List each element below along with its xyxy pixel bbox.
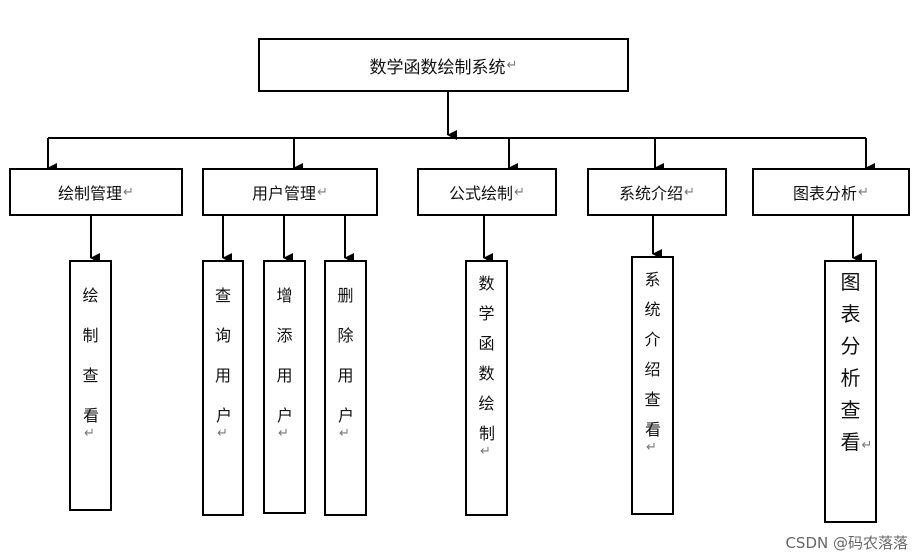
vertical-label-char: 看↵ bbox=[83, 406, 100, 441]
vertical-label-char: 数 bbox=[478, 364, 495, 383]
vertical-label-char: 系 bbox=[644, 270, 661, 289]
vertical-label-char: 介 bbox=[644, 330, 661, 349]
vertical-label-char: 除 bbox=[337, 326, 354, 345]
vertical-label-char: 查 bbox=[214, 286, 231, 305]
vertical-label-char: 户↵ bbox=[277, 406, 294, 441]
leaf-node-view-system-introduction: 系统介绍查看↵ bbox=[631, 256, 674, 515]
vertical-label-char: 表 bbox=[840, 302, 861, 326]
vertical-label: 数学函数绘制↵ bbox=[467, 274, 506, 459]
vertical-label-char: 询 bbox=[214, 326, 231, 345]
vertical-label-char: 分 bbox=[840, 334, 861, 358]
leaf-node-math-function-drawing: 数学函数绘制↵ bbox=[465, 260, 508, 516]
paragraph-mark-icon: ↵ bbox=[514, 184, 525, 200]
paragraph-mark-icon: ↵ bbox=[123, 184, 134, 200]
vertical-label: 系统介绍查看↵ bbox=[633, 270, 672, 455]
vertical-label-char: 绘 bbox=[82, 286, 99, 305]
vertical-label-char: 绍 bbox=[644, 360, 661, 379]
module-label: 绘制管理 bbox=[58, 184, 123, 203]
module-node-chart-analysis: 图表分析↵ bbox=[752, 168, 910, 216]
vertical-label-char: 户↵ bbox=[216, 406, 233, 441]
vertical-label: 删除用户↵ bbox=[326, 286, 365, 441]
paragraph-mark-icon: ↵ bbox=[861, 438, 873, 453]
vertical-label-char: 增 bbox=[276, 286, 293, 305]
paragraph-mark-icon: ↵ bbox=[858, 184, 869, 200]
vertical-label-char: 数 bbox=[478, 274, 495, 293]
vertical-label: 增添用户↵ bbox=[265, 286, 304, 441]
paragraph-mark-icon: ↵ bbox=[84, 426, 95, 441]
vertical-label-char: 查 bbox=[82, 366, 99, 385]
paragraph-mark-icon: ↵ bbox=[278, 426, 289, 441]
paragraph-mark-icon: ↵ bbox=[646, 440, 657, 455]
vertical-label-char: 看↵ bbox=[840, 430, 873, 454]
vertical-label-char: 添 bbox=[276, 326, 293, 345]
vertical-label-char: 图 bbox=[840, 270, 861, 294]
module-node-formula-drawing: 公式绘制↵ bbox=[417, 168, 557, 216]
vertical-label-char: 查 bbox=[644, 390, 661, 409]
vertical-label-char: 析 bbox=[840, 366, 861, 390]
module-label: 系统介绍 bbox=[619, 184, 684, 203]
vertical-label-char: 用 bbox=[276, 366, 293, 385]
vertical-label-char: 查 bbox=[840, 398, 861, 422]
paragraph-mark-icon: ↵ bbox=[339, 426, 350, 441]
paragraph-mark-icon: ↵ bbox=[506, 57, 518, 73]
vertical-label: 图表分析查看↵ bbox=[829, 272, 873, 452]
module-label: 图表分析 bbox=[793, 184, 858, 203]
leaf-node-view-drawing: 绘制查看↵ bbox=[69, 260, 112, 511]
vertical-label-char: 户↵ bbox=[338, 406, 355, 441]
module-node-drawing-management: 绘制管理↵ bbox=[9, 168, 183, 216]
leaf-node-view-chart-analysis: 图表分析查看↵ bbox=[824, 260, 877, 523]
vertical-label-char: 函 bbox=[478, 334, 495, 353]
paragraph-mark-icon: ↵ bbox=[480, 444, 491, 459]
vertical-label-char: 绘 bbox=[478, 394, 495, 413]
vertical-label: 查询用户↵ bbox=[204, 286, 242, 441]
vertical-label: 绘制查看↵ bbox=[71, 286, 110, 441]
vertical-label-char: 用 bbox=[214, 366, 231, 385]
leaf-node-add-users: 增添用户↵ bbox=[263, 260, 306, 514]
root-node: 数学函数绘制系统↵ bbox=[258, 38, 629, 92]
module-node-user-management: 用户管理↵ bbox=[202, 168, 378, 216]
watermark: CSDN @码农落落 bbox=[785, 534, 908, 552]
vertical-label-char: 看↵ bbox=[645, 420, 662, 455]
module-label: 公式绘制 bbox=[449, 184, 514, 203]
vertical-label-char: 制↵ bbox=[479, 424, 496, 459]
module-label: 用户管理 bbox=[252, 184, 317, 203]
vertical-label-char: 统 bbox=[644, 300, 661, 319]
leaf-node-query-users: 查询用户↵ bbox=[202, 260, 244, 516]
paragraph-mark-icon: ↵ bbox=[317, 184, 328, 200]
vertical-label-char: 制 bbox=[82, 326, 99, 345]
leaf-node-delete-users: 删除用户↵ bbox=[324, 260, 367, 516]
vertical-label-char: 用 bbox=[337, 366, 354, 385]
vertical-label-char: 学 bbox=[478, 304, 495, 323]
paragraph-mark-icon: ↵ bbox=[217, 426, 228, 441]
paragraph-mark-icon: ↵ bbox=[684, 184, 695, 200]
vertical-label-char: 删 bbox=[337, 286, 354, 305]
module-node-system-introduction: 系统介绍↵ bbox=[587, 168, 727, 216]
root-node-label: 数学函数绘制系统 bbox=[369, 57, 506, 78]
